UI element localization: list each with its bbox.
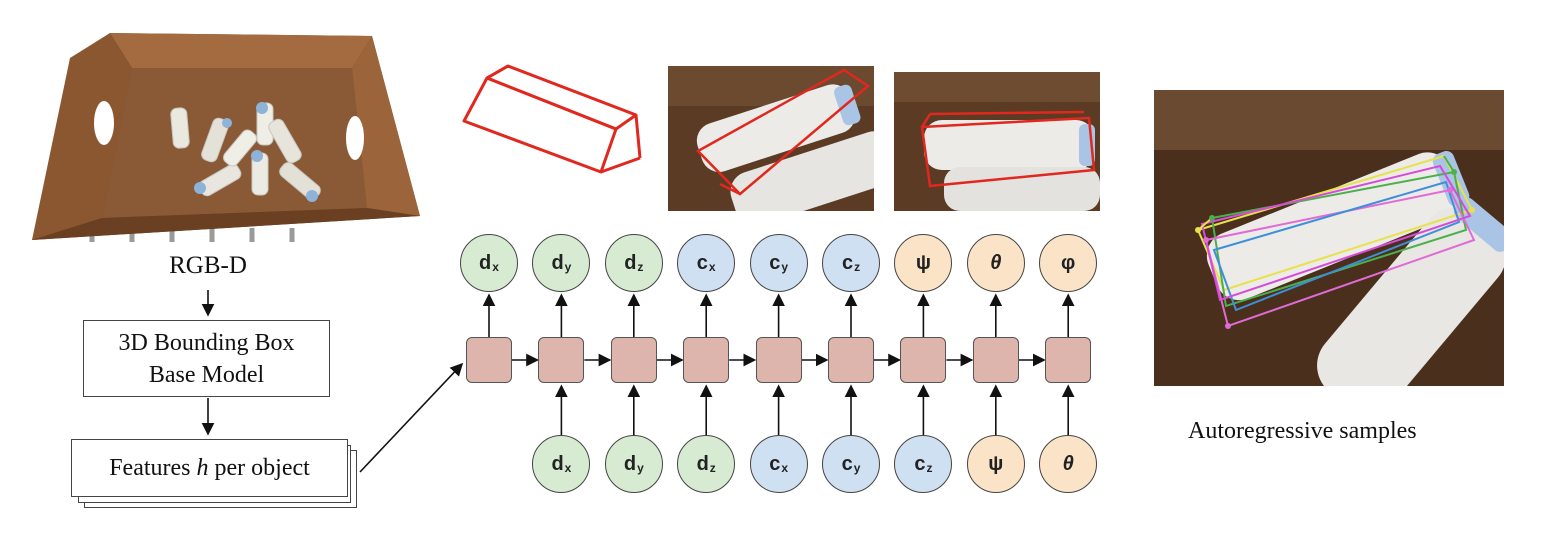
rnn-cell-2 <box>610 337 657 383</box>
base-model-line2: Base Model <box>148 361 265 388</box>
rgbd-label: RGB-D <box>169 252 247 279</box>
rnn-cell-1 <box>538 337 585 383</box>
rnn-cell-6 <box>900 337 947 383</box>
input-node-5-subscript: z <box>926 461 933 475</box>
rnn-cell-3 <box>683 337 730 383</box>
rnn-cell-8 <box>1045 337 1092 383</box>
rnn-cell-0 <box>466 337 512 383</box>
input-node-2-subscript: z <box>709 461 716 475</box>
output-node-5-symbol: c <box>841 251 854 274</box>
output-node-4-subscript: y <box>781 260 788 274</box>
output-node-8-symbol: φ <box>1061 251 1076 274</box>
input-node-6-symbol: ψ <box>988 452 1004 475</box>
output-node-5-subscript: z <box>854 260 861 274</box>
input-node-1-subscript: y <box>637 461 644 475</box>
input-node-0-symbol: d <box>551 452 564 475</box>
rgbd-bin-image <box>22 28 432 244</box>
input-node-3-subscript: x <box>781 461 788 475</box>
input-node-4-symbol: c <box>841 452 853 475</box>
base-model-line1: 3D Bounding Box <box>118 329 295 356</box>
features-prefix: Features <box>109 454 197 481</box>
autoregressive-samples-image <box>1154 90 1504 386</box>
bbox-photo-2 <box>894 72 1100 211</box>
input-node-7: θ <box>1039 435 1098 493</box>
output-node-4-symbol: c <box>769 251 781 274</box>
input-node-7-symbol: θ <box>1062 452 1074 475</box>
output-node-1-symbol: d <box>551 251 564 274</box>
output-node-7: θ <box>966 234 1025 292</box>
output-node-1-subscript: y <box>564 260 572 274</box>
input-node-1-symbol: d <box>623 452 637 475</box>
output-node-2-subscript: z <box>637 260 644 274</box>
output-node-2-symbol: d <box>624 251 637 274</box>
output-node-3-subscript: x <box>708 260 716 274</box>
features-box: Features h per object <box>71 439 348 497</box>
output-node-3-symbol: c <box>696 251 708 274</box>
rnn-cell-4 <box>755 337 802 383</box>
output-node-0-symbol: d <box>479 251 492 274</box>
base-model-box: 3D Bounding Box Base Model <box>83 320 330 397</box>
input-node-6: ψ <box>966 435 1025 493</box>
bbox-photo-1 <box>668 66 874 211</box>
input-node-5-symbol: c <box>914 452 926 475</box>
autoregressive-caption: Autoregressive samples <box>1188 418 1417 444</box>
rnn-cell-7 <box>972 337 1019 383</box>
output-node-6: ψ <box>894 234 953 292</box>
features-var: h <box>196 454 209 481</box>
output-node-7-symbol: θ <box>990 251 1002 274</box>
output-node-8: φ <box>1039 234 1098 292</box>
input-node-2-symbol: d <box>696 452 709 475</box>
features-suffix: per object <box>208 454 310 481</box>
input-node-3-symbol: c <box>769 452 781 475</box>
output-node-0-subscript: x <box>492 260 499 274</box>
input-node-4-subscript: y <box>853 461 861 475</box>
rnn-cell-5 <box>828 337 874 383</box>
input-node-0-subscript: x <box>564 461 572 475</box>
output-node-6-symbol: ψ <box>915 251 931 274</box>
